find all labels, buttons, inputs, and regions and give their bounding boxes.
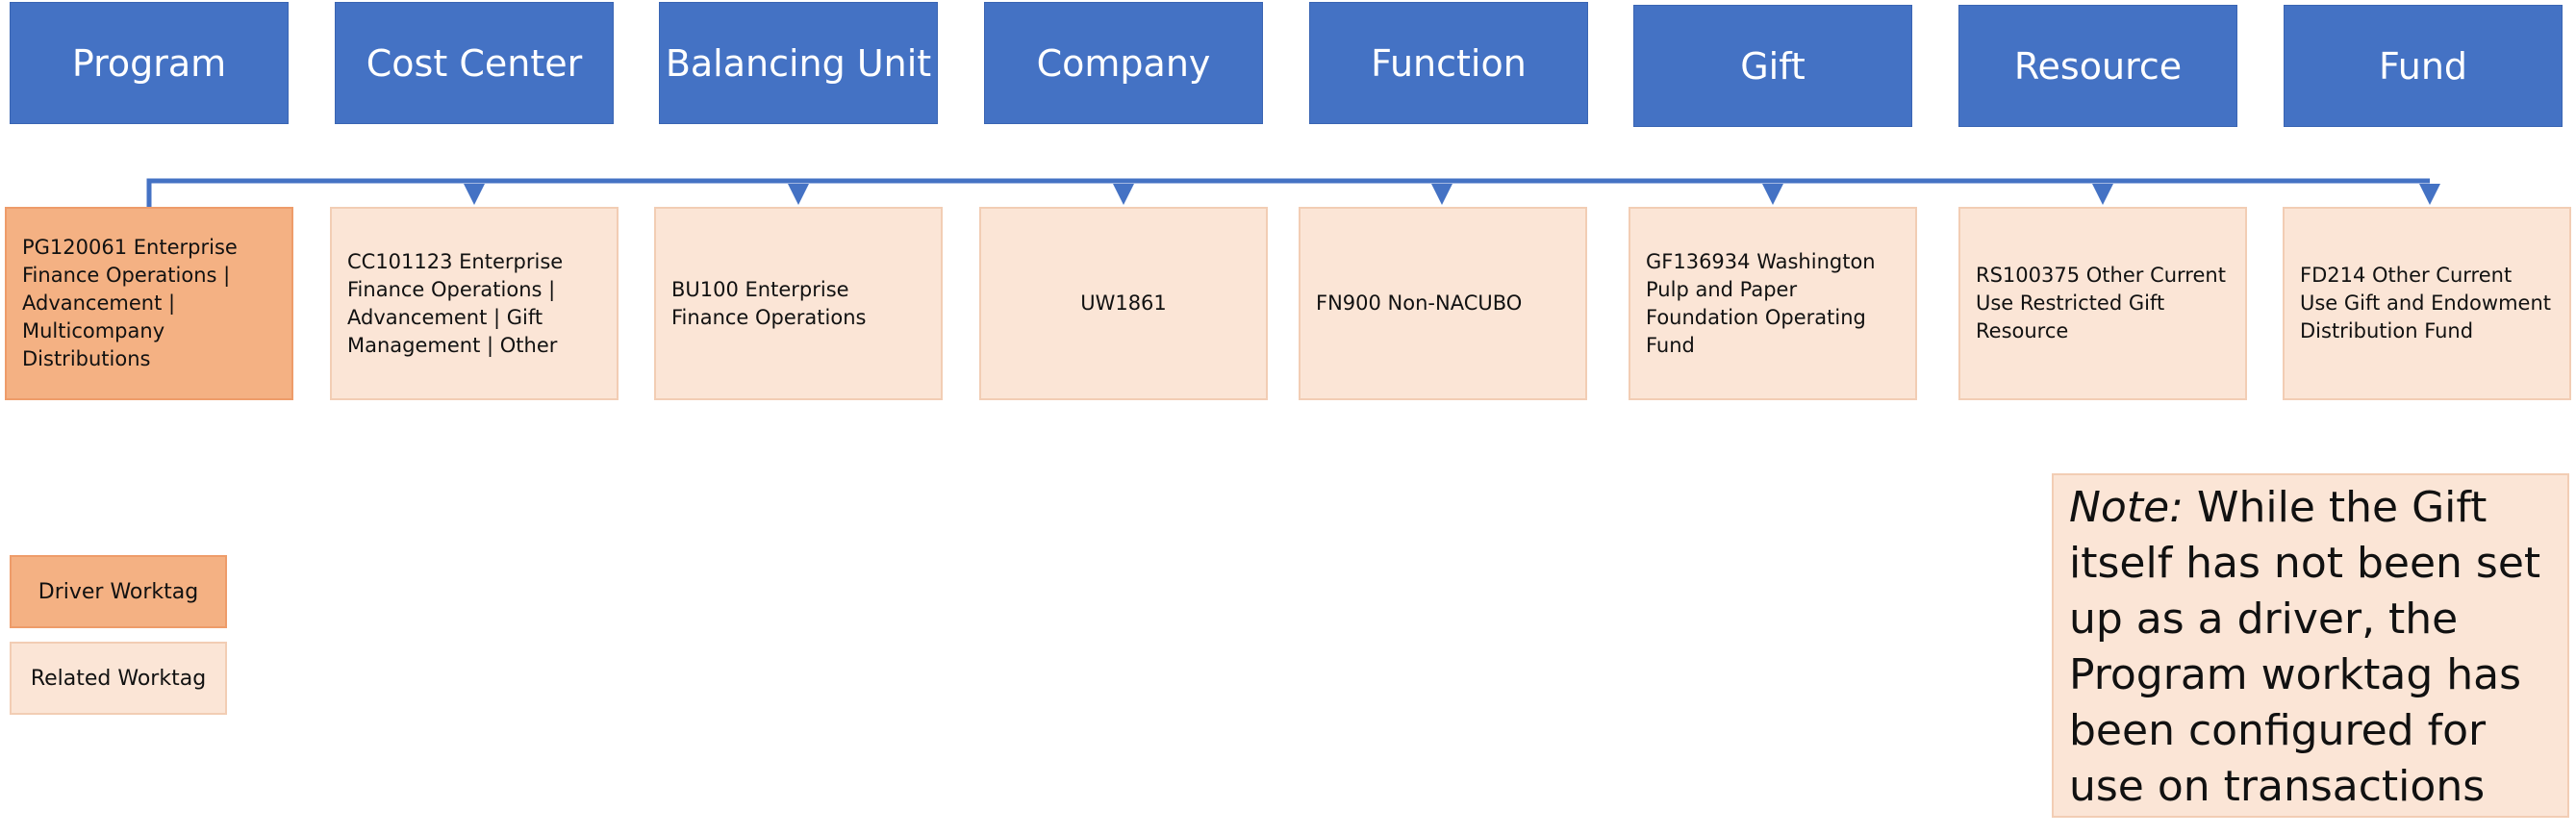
worktag-balancing-unit: BU100 Enterprise Finance Operations: [654, 207, 943, 400]
worktag-gift-text: GF136934 Washington Pulp and Paper Found…: [1646, 249, 1876, 357]
note-box: Note: While the Gift itself has not been…: [2052, 473, 2569, 818]
arrow-function: [1431, 184, 1452, 205]
arrow-cost-center: [464, 184, 485, 205]
legend-driver-worktag: Driver Worktag: [10, 555, 227, 628]
worktag-cost-center-text: CC101123 Enterprise Finance Operations |…: [347, 249, 564, 357]
arrow-balancing-unit: [788, 184, 809, 205]
header-resource: Resource: [1958, 5, 2237, 127]
legend-driver-label: Driver Worktag: [38, 579, 199, 604]
header-program: Program: [10, 2, 289, 124]
worktag-company-text: UW1861: [1080, 291, 1167, 315]
header-balancing-unit: Balancing Unit: [659, 2, 938, 124]
worktag-company: UW1861: [979, 207, 1268, 400]
worktag-cost-center: CC101123 Enterprise Finance Operations |…: [330, 207, 619, 400]
arrow-fund: [2419, 184, 2440, 205]
legend-related-worktag: Related Worktag: [10, 642, 227, 715]
worktag-resource: RS100375 Other Current Use Restricted Gi…: [1958, 207, 2247, 400]
worktag-program: PG120061 Enterprise Finance Operations |…: [5, 207, 293, 400]
note-prefix: Note:: [2069, 483, 2184, 532]
header-gift: Gift: [1633, 5, 1912, 127]
connector-path: [146, 178, 2430, 207]
arrow-gift: [1762, 184, 1783, 205]
worktag-program-text: PG120061 Enterprise Finance Operations |…: [22, 236, 238, 370]
header-fund: Fund: [2284, 5, 2563, 127]
note-text: While the Gift itself has not been set u…: [2069, 483, 2541, 811]
arrow-company: [1113, 184, 1134, 205]
header-function: Function: [1309, 2, 1588, 124]
legend-related-label: Related Worktag: [30, 666, 207, 691]
worktag-gift: GF136934 Washington Pulp and Paper Found…: [1629, 207, 1917, 400]
header-company: Company: [984, 2, 1263, 124]
worktag-resource-text: RS100375 Other Current Use Restricted Gi…: [1976, 264, 2226, 342]
worktag-function-text: FN900 Non-NACUBO: [1316, 291, 1523, 315]
arrow-resource: [2092, 184, 2113, 205]
worktag-fund: FD214 Other Current Use Gift and Endowme…: [2283, 207, 2571, 400]
worktag-fund-text: FD214 Other Current Use Gift and Endowme…: [2300, 264, 2551, 342]
worktag-balancing-unit-text: BU100 Enterprise Finance Operations: [671, 277, 867, 329]
worktag-function: FN900 Non-NACUBO: [1299, 207, 1587, 400]
header-cost-center: Cost Center: [335, 2, 614, 124]
